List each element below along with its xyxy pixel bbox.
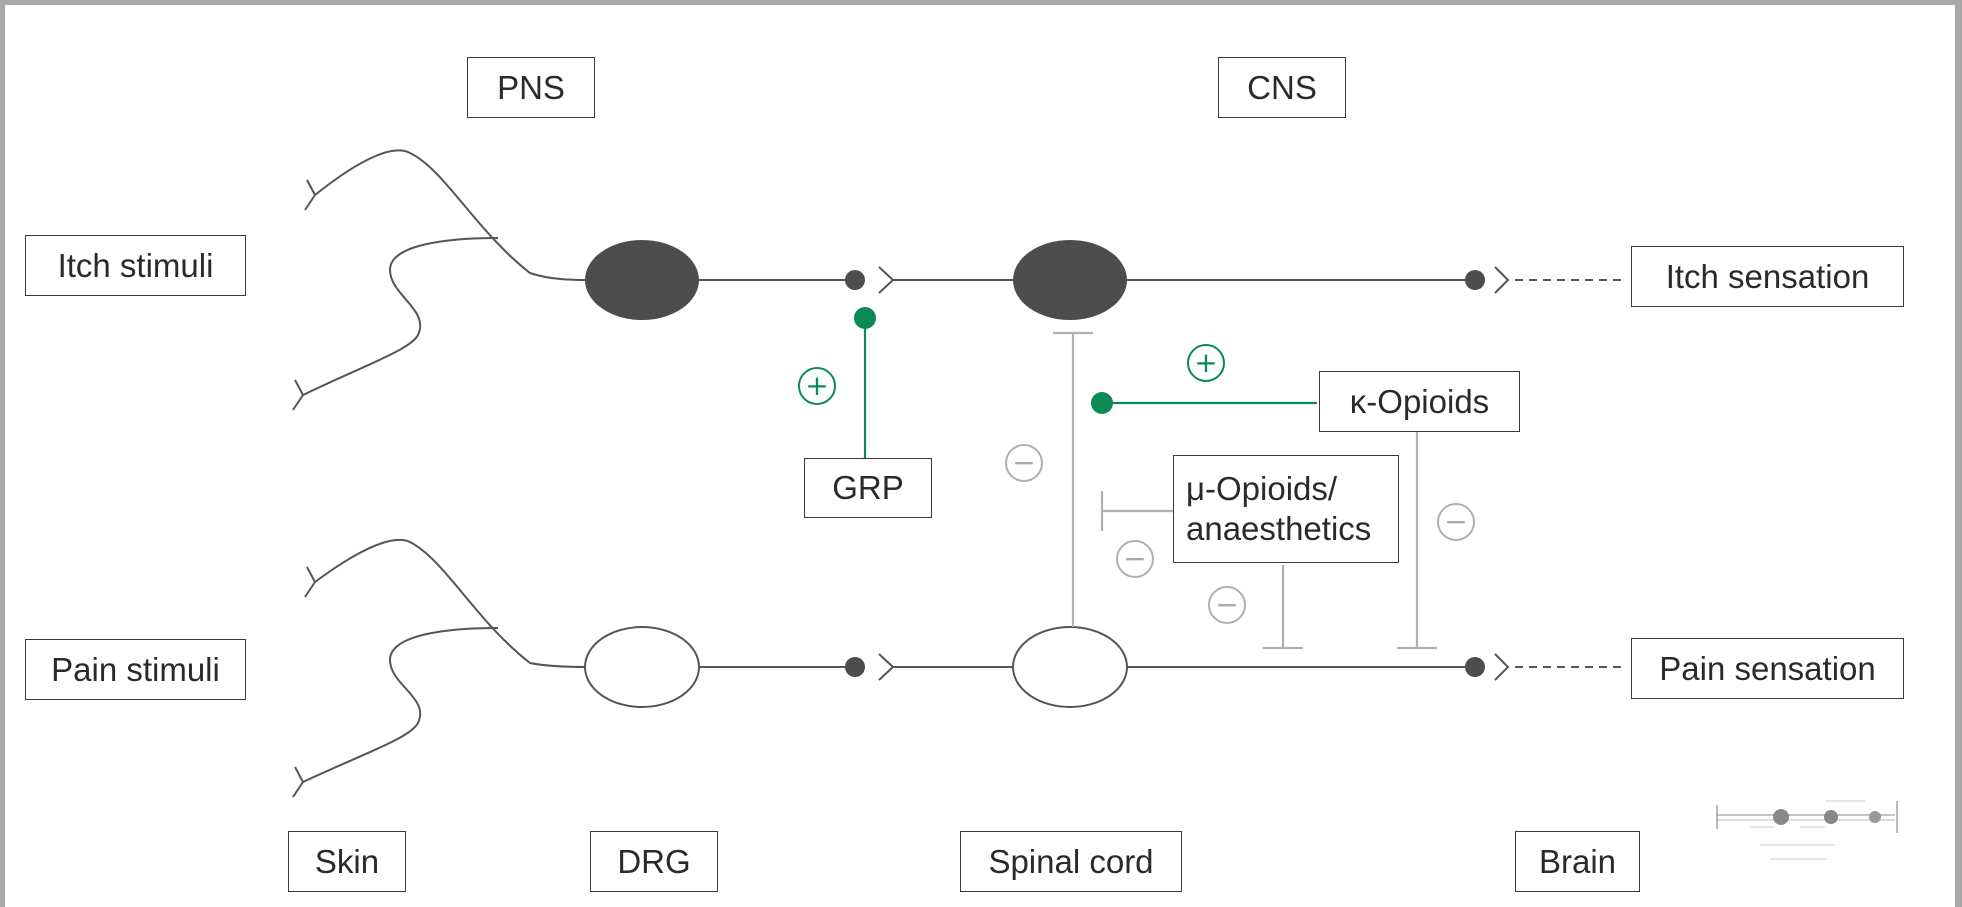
mu-opioids-anaesthetics-label: μ-Opioids/ anaesthetics — [1173, 455, 1399, 563]
pain-skin-nerve-ending-upper — [304, 566, 317, 598]
spinal-cord-label: Spinal cord — [960, 831, 1182, 892]
itch-skin-nerve-ending-lower — [292, 379, 305, 411]
itch-primary-terminal — [845, 270, 865, 290]
itch-pathway — [292, 149, 1627, 411]
pain-skin-fiber-lower — [302, 627, 499, 783]
pain-skin-fiber-upper — [314, 538, 588, 668]
itch-stimuli-label: Itch stimuli — [25, 235, 246, 296]
spinal-inhibition-minus-icon: − — [1005, 444, 1043, 482]
pns-label: PNS — [467, 57, 595, 118]
kappa-excitatory-terminal — [1091, 392, 1113, 414]
pain-skin-nerve-ending-lower — [292, 766, 305, 798]
itch-spinal-synapse — [878, 266, 895, 294]
grp-excitatory-terminal — [854, 307, 876, 329]
itch-skin-fiber-lower — [302, 237, 499, 396]
kappa-minus-icon: − — [1437, 503, 1475, 541]
itch-projection-terminal — [1465, 270, 1485, 290]
itch-sensation-label: Itch sensation — [1631, 246, 1904, 307]
grp-label: GRP — [804, 458, 932, 518]
itch-brain-synapse — [1494, 266, 1510, 294]
pain-drg-neuron — [584, 626, 700, 708]
pain-pathway — [292, 538, 1627, 798]
pain-brain-synapse — [1494, 653, 1510, 681]
diagram-canvas: PNS CNS Itch stimuli Pain stimuli Itch s… — [5, 5, 1955, 907]
kappa-plus-icon: + — [1187, 344, 1225, 382]
itch-drg-neuron — [585, 240, 699, 320]
itch-spinal-neuron — [1013, 240, 1127, 320]
pain-stimuli-label: Pain stimuli — [25, 639, 246, 700]
brain-label: Brain — [1515, 831, 1640, 892]
anaesthetics-line: anaesthetics — [1186, 510, 1372, 547]
kappa-opioids-label: κ-Opioids — [1319, 371, 1520, 432]
itch-skin-nerve-ending-upper — [304, 179, 317, 211]
pain-spinal-neuron — [1012, 626, 1128, 708]
pain-projection-terminal — [1465, 657, 1485, 677]
thumbnail-preview — [1711, 793, 1901, 863]
pain-sensation-label: Pain sensation — [1631, 638, 1904, 699]
cns-label: CNS — [1218, 57, 1346, 118]
pain-primary-terminal — [845, 657, 865, 677]
neural-pathway-diagram — [292, 149, 1901, 863]
modulation-connections — [854, 307, 1437, 650]
grp-plus-icon: + — [798, 367, 836, 405]
mu-opioids-line: μ-Opioids/ — [1186, 470, 1338, 507]
pain-spinal-synapse — [878, 653, 895, 681]
drg-label: DRG — [590, 831, 718, 892]
mu-horizontal-minus-icon: − — [1116, 540, 1154, 578]
skin-label: Skin — [288, 831, 406, 892]
itch-skin-fiber-upper — [314, 149, 588, 281]
mu-vertical-minus-icon: − — [1208, 586, 1246, 624]
